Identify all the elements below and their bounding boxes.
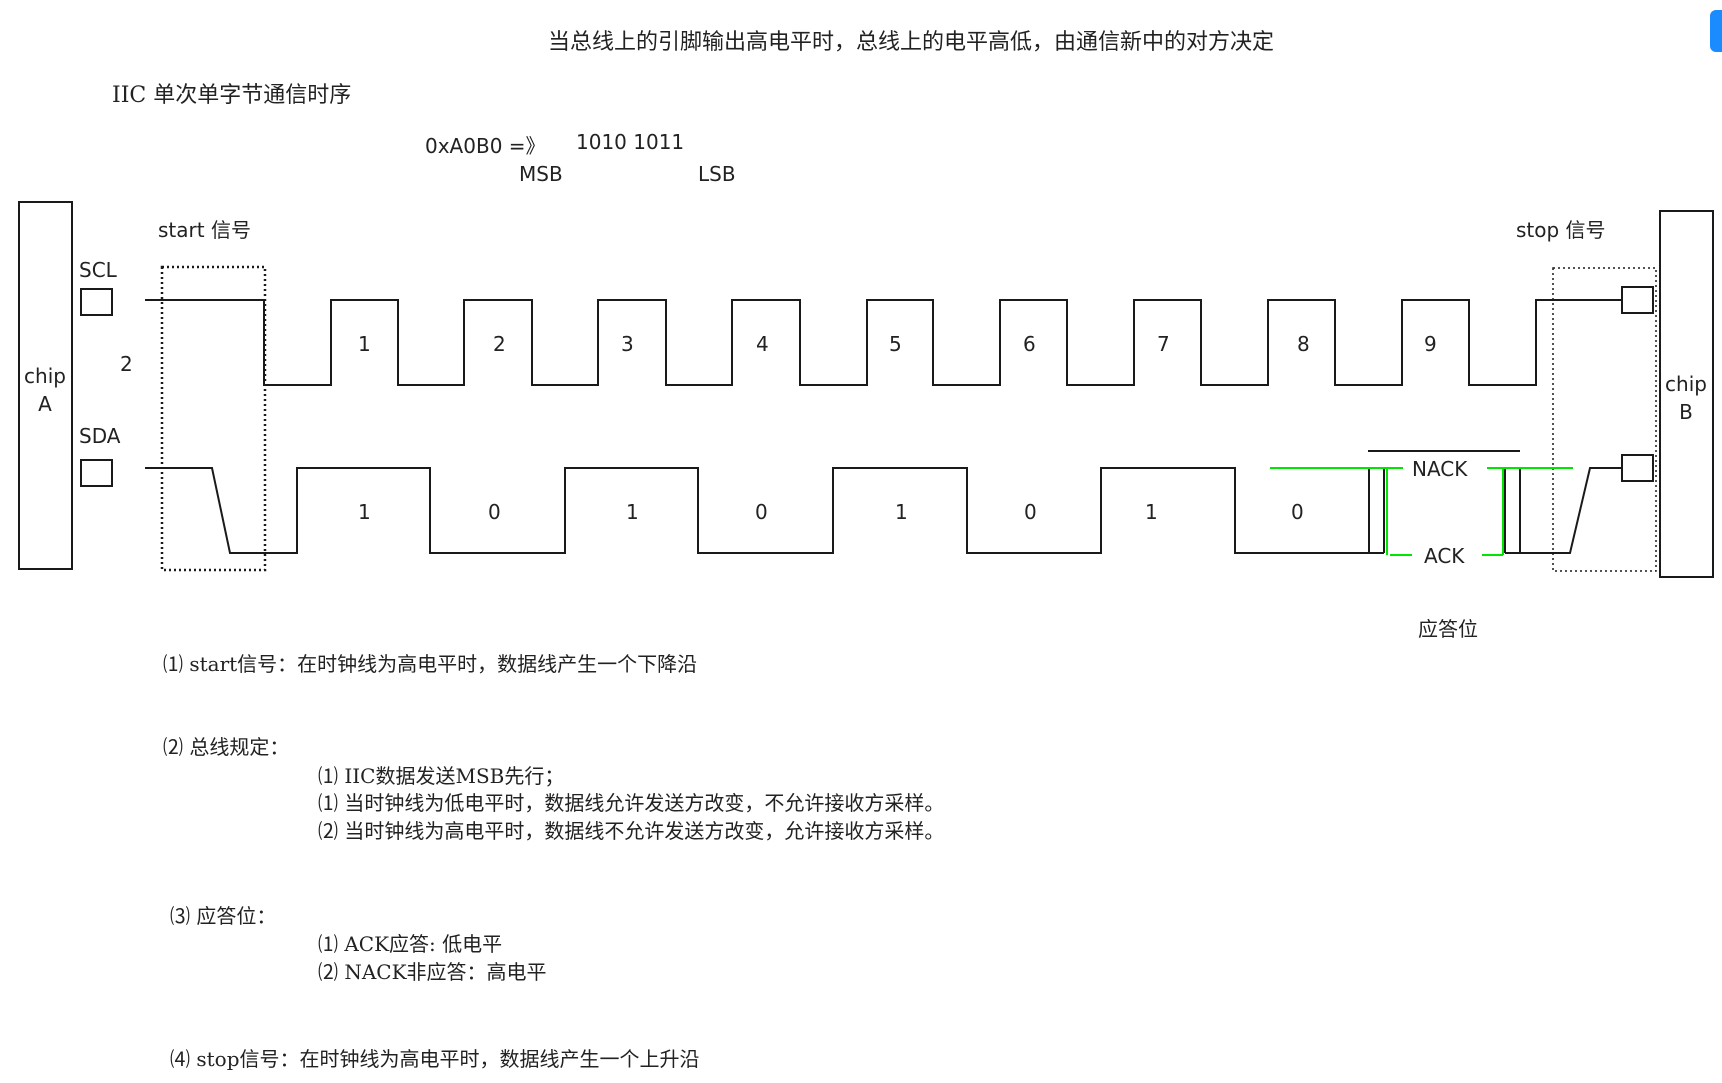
clock-number: 8 xyxy=(1297,332,1310,356)
data-bit: 0 xyxy=(488,500,501,524)
chip-b-box xyxy=(1659,210,1714,578)
scl-waveform xyxy=(145,299,1622,386)
note-ack-item: ⑵ NACK非应答：高电平 xyxy=(318,960,547,984)
data-bit: 1 xyxy=(895,500,908,524)
sda-stop-rise xyxy=(1505,467,1622,554)
clock-number: 2 xyxy=(493,332,506,356)
ack-slot-edges xyxy=(1368,467,1521,553)
chip-b-label: chip B xyxy=(1665,372,1707,424)
data-bit: 0 xyxy=(755,500,768,524)
clock-number: 4 xyxy=(756,332,769,356)
clock-number: 7 xyxy=(1157,332,1170,356)
stop-condition-box xyxy=(1552,267,1657,572)
note-start-signal: ⑴ start信号：在时钟线为高电平时，数据线产生一个下降沿 xyxy=(163,652,698,676)
msb-label: MSB xyxy=(519,162,563,186)
start-signal-label: start 信号 xyxy=(158,218,251,242)
sda-label: SDA xyxy=(79,424,121,448)
side-panel-tab[interactable] xyxy=(1710,10,1722,52)
chip-b-scl-pin xyxy=(1621,286,1654,314)
ack-bit-label: 应答位 xyxy=(1418,617,1478,641)
note-bus-rule-item: ⑴ 当时钟线为低电平时，数据线允许发送方改变，不允许接收方采样。 xyxy=(318,791,945,815)
clock-number: 3 xyxy=(621,332,634,356)
wire-count-label: 2 xyxy=(120,352,133,376)
chip-a-box xyxy=(18,201,73,570)
page-title: 当总线上的引脚输出高电平时，总线上的电平高低，由通信新中的对方决定 xyxy=(548,30,1275,55)
iic-timing-diagram xyxy=(18,201,1714,578)
diagram-subtitle: IIC 单次单字节通信时序 xyxy=(112,83,352,108)
binary-value: 1010 1011 xyxy=(576,130,685,154)
clock-number: 9 xyxy=(1424,332,1437,356)
ack-label: ACK xyxy=(1424,544,1465,568)
data-bit: 1 xyxy=(1145,500,1158,524)
chip-a-sda-pin xyxy=(80,459,113,487)
note-ack-item: ⑴ ACK应答: 低电平 xyxy=(318,932,503,956)
chip-a-label: chip A xyxy=(24,364,66,416)
note-bus-rules-heading: ⑵ 总线规定： xyxy=(163,735,290,759)
chip-b-sda-pin xyxy=(1621,454,1654,482)
start-condition-box xyxy=(160,265,267,572)
sda-waveform xyxy=(145,467,1384,554)
data-bit: 1 xyxy=(626,500,639,524)
note-stop-signal: ⑷ stop信号：在时钟线为高电平时，数据线产生一个上升沿 xyxy=(170,1047,700,1071)
clock-number: 5 xyxy=(889,332,902,356)
data-bit: 1 xyxy=(358,500,371,524)
chip-a-scl-pin xyxy=(80,288,113,316)
data-bit: 0 xyxy=(1024,500,1037,524)
note-bus-rule-item: ⑴ IIC数据发送MSB先行； xyxy=(318,764,565,788)
stop-signal-label: stop 信号 xyxy=(1516,218,1606,242)
nack-label: NACK xyxy=(1412,457,1468,481)
clock-number: 6 xyxy=(1023,332,1036,356)
data-bit: 0 xyxy=(1291,500,1304,524)
note-ack-heading: ⑶ 应答位： xyxy=(170,904,277,928)
hex-value: 0xA0B0 =》 xyxy=(425,134,546,158)
ack-nack-guides xyxy=(1270,467,1573,556)
clock-number: 1 xyxy=(358,332,371,356)
scl-label: SCL xyxy=(79,258,117,282)
lsb-label: LSB xyxy=(698,162,736,186)
note-bus-rule-item: ⑵ 当时钟线为高电平时，数据线不允许发送方改变，允许接收方采样。 xyxy=(318,819,945,843)
